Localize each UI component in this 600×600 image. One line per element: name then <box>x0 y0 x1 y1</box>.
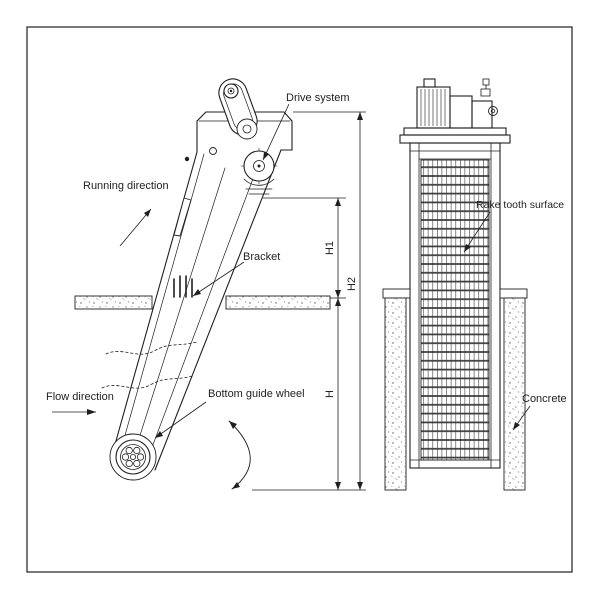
front-view <box>382 78 528 491</box>
running-direction-arrow <box>119 208 152 247</box>
rake-tooth-surface <box>420 159 490 461</box>
floor-bracket <box>173 275 193 298</box>
guide-rail-segment <box>173 197 192 237</box>
ground-slab <box>74 295 331 310</box>
leader-drive-system <box>262 103 290 161</box>
concrete-wall-right <box>499 288 528 491</box>
side-view <box>74 78 331 490</box>
screen-body <box>113 149 282 471</box>
label-rake-tooth-surface: Rake tooth surface <box>476 199 564 211</box>
dim-label-h2: H2 <box>346 277 358 291</box>
drive-pulley <box>240 147 278 195</box>
bottom-guide-wheel <box>109 433 157 481</box>
leader-rake-tooth-surface <box>463 211 491 253</box>
belt-housing <box>218 78 258 140</box>
leader-bottom-guide-wheel <box>154 401 207 439</box>
dimension-arrowheads <box>335 112 363 490</box>
leader-bracket <box>192 261 245 297</box>
motor <box>416 78 451 129</box>
label-bottom-guide-wheel: Bottom guide wheel <box>208 388 305 400</box>
incline-angle-arc <box>228 420 251 490</box>
dim-label-h: H <box>324 390 336 398</box>
gearbox <box>449 78 498 129</box>
label-concrete: Concrete <box>522 393 567 405</box>
label-running-direction: Running direction <box>83 180 169 192</box>
annotations: Drive system Running direction Bracket F… <box>46 92 567 439</box>
label-flow-direction: Flow direction <box>46 391 114 403</box>
drawing-border <box>26 26 573 573</box>
head-plate <box>399 127 511 144</box>
dim-label-h1: H1 <box>324 241 336 255</box>
label-bracket: Bracket <box>243 251 280 263</box>
concrete-wall-left <box>382 288 411 491</box>
label-drive-system: Drive system <box>286 92 350 104</box>
bolt-icon <box>184 156 190 162</box>
dimensions: H1 H H2 <box>252 111 366 491</box>
